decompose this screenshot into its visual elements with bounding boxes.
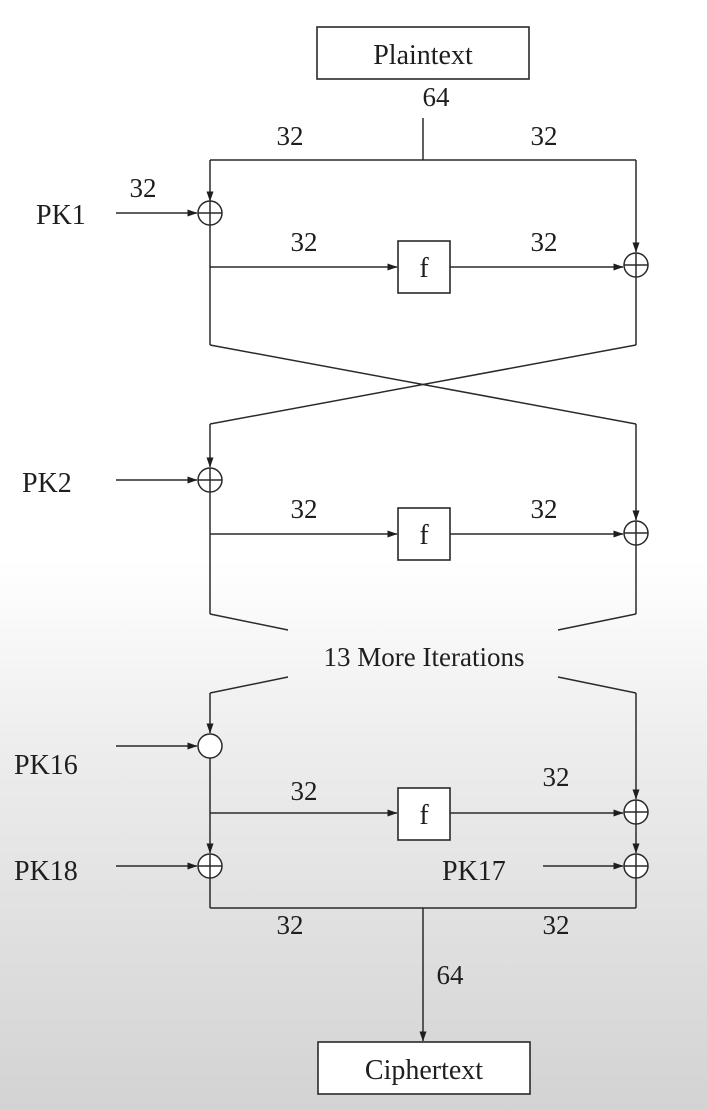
xor-icon-round1-left [197,200,223,226]
iter-line-right-in [557,613,637,631]
key-label-pk16: PK16 [14,750,78,781]
bits-label-out-right-32: 32 [543,910,570,940]
f-label-round16: f [419,800,429,831]
xor-icon-round16-left [197,733,223,759]
f-box-round16 [397,787,451,841]
bits-label-round1-f-out: 32 [531,227,558,257]
xor-icon-round2-right [623,520,649,546]
key-label-pk2: PK2 [22,468,72,499]
bits-label-plaintext-64: 64 [423,82,451,112]
bits-label-ciphertext-64: 64 [437,960,465,990]
xor-icon-round2-left [197,467,223,493]
bits-label-round16-f-out: 32 [543,762,570,792]
xor-icon-pk17 [623,853,649,879]
key-label-pk17: PK17 [442,856,506,887]
bits-label-round16-f-in: 32 [291,776,318,806]
iter-line-left-out [209,676,289,694]
iter-line-right-out [557,676,637,694]
bits-label-round2-f-in: 32 [291,494,318,524]
bits-label-pk1-32: 32 [130,173,157,203]
bits-label-out-left-32: 32 [277,910,304,940]
ciphertext-box [317,1041,531,1095]
bits-label-round2-f-out: 32 [531,494,558,524]
iter-line-left-in [209,613,289,631]
xor-icon-round1-right [623,252,649,278]
f-box-round2 [397,507,451,561]
plaintext-label: Plaintext [373,40,473,71]
key-label-pk18: PK18 [14,856,78,887]
ciphertext-label: Ciphertext [365,1055,483,1086]
f-label-round2: f [419,520,429,551]
f-label-round1: f [419,253,429,284]
bits-label-right-32: 32 [531,121,558,151]
key-label-pk1: PK1 [36,200,86,231]
bits-label-round1-f-in: 32 [291,227,318,257]
swap-line-right-to-left [209,344,637,425]
plaintext-box [316,26,530,80]
iterations-note: 13 More Iterations [324,642,525,672]
xor-icon-pk18 [197,853,223,879]
xor-icon-round16-right [623,799,649,825]
f-box-round1 [397,240,451,294]
bits-label-left-32: 32 [277,121,304,151]
